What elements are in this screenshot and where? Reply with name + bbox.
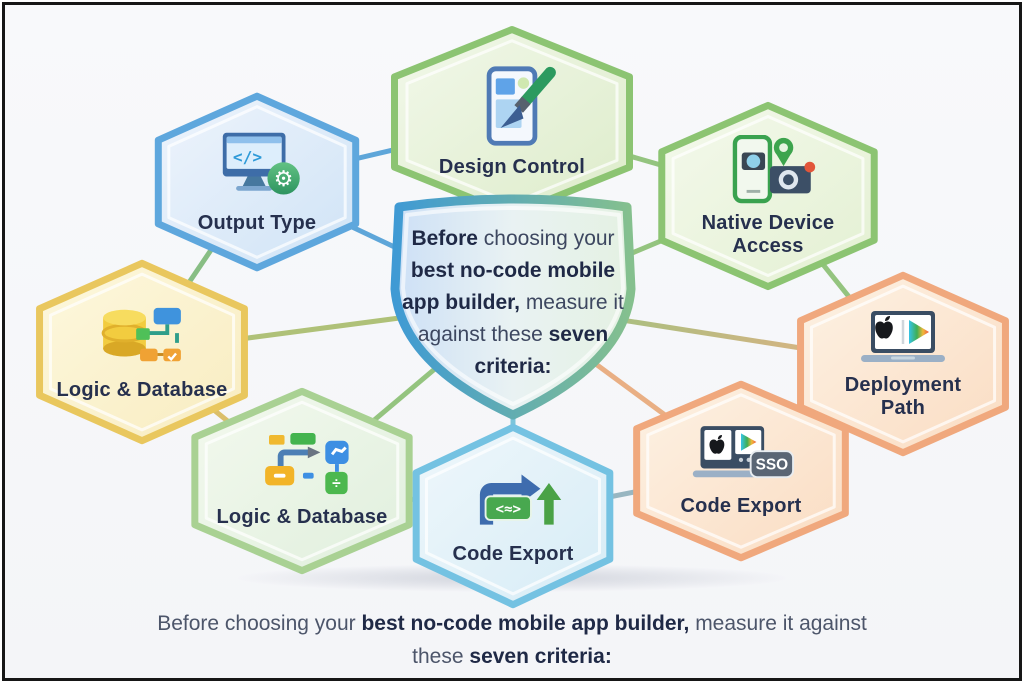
apple-logo-icon <box>875 321 893 339</box>
node-label: Logic & Database <box>56 379 228 402</box>
node-design-control: Design Control <box>387 25 637 219</box>
shield-text: Before choosing your best no-code mobile… <box>402 227 624 378</box>
node-code-export-center: <≈> Code Export <box>410 423 616 609</box>
code-transfer-icon: <≈> <box>479 474 562 525</box>
flowchart-branches-icon: ÷ <box>265 433 349 495</box>
node-deployment-path: Deployment Path <box>794 271 1012 457</box>
hexagon-shape <box>188 387 416 575</box>
laptop-app-stores-sso-icon: SSO <box>692 426 795 479</box>
up-arrow <box>536 483 562 525</box>
caption-text: Before choosing your best no-code mobile… <box>157 612 867 668</box>
node-label: Design Control <box>438 156 586 179</box>
phone-camera-location-icon <box>732 135 816 204</box>
monitor-code-gear-icon: </> ⚙ <box>222 133 300 195</box>
node-logic-database-left: Logic & Database <box>33 259 251 445</box>
sync-arrow <box>479 474 541 525</box>
gear-icon: ⚙ <box>274 166 294 191</box>
node-output-type: </> ⚙ Output Type <box>152 92 362 272</box>
node-code-export-right: SSO Code Export <box>630 380 852 562</box>
node-label: Code Export <box>452 543 574 566</box>
node-label: Code Export <box>680 495 802 518</box>
node-native-device-access: Native Device Access <box>655 101 881 291</box>
shield-shape <box>390 194 636 420</box>
hexagon-shape <box>794 271 1012 457</box>
play-store-icon <box>741 433 757 451</box>
svg-text:÷: ÷ <box>332 476 341 493</box>
apple-logo-icon <box>709 439 725 455</box>
node-logic-database-lower: ÷ Logic & Database <box>188 387 416 575</box>
play-store-icon <box>909 320 929 345</box>
tablet-paintbrush-icon <box>486 66 556 146</box>
bottom-caption: Before choosing your best no-code mobile… <box>0 608 1024 673</box>
notification-dot <box>804 161 816 173</box>
node-label: Deployment Path <box>844 374 962 419</box>
code-glyph: <≈> <box>495 502 521 518</box>
node-label: Output Type <box>197 212 317 235</box>
laptop-app-stores-icon <box>861 311 945 363</box>
code-glyph: </> <box>233 148 262 167</box>
database-flowchart-icon <box>101 308 181 362</box>
central-shield: Before choosing your best no-code mobile… <box>373 185 653 425</box>
sso-badge <box>749 450 795 479</box>
sso-badge-label: SSO <box>756 457 789 474</box>
node-label: Logic & Database <box>216 506 388 529</box>
node-label: Native Device Access <box>701 212 835 257</box>
